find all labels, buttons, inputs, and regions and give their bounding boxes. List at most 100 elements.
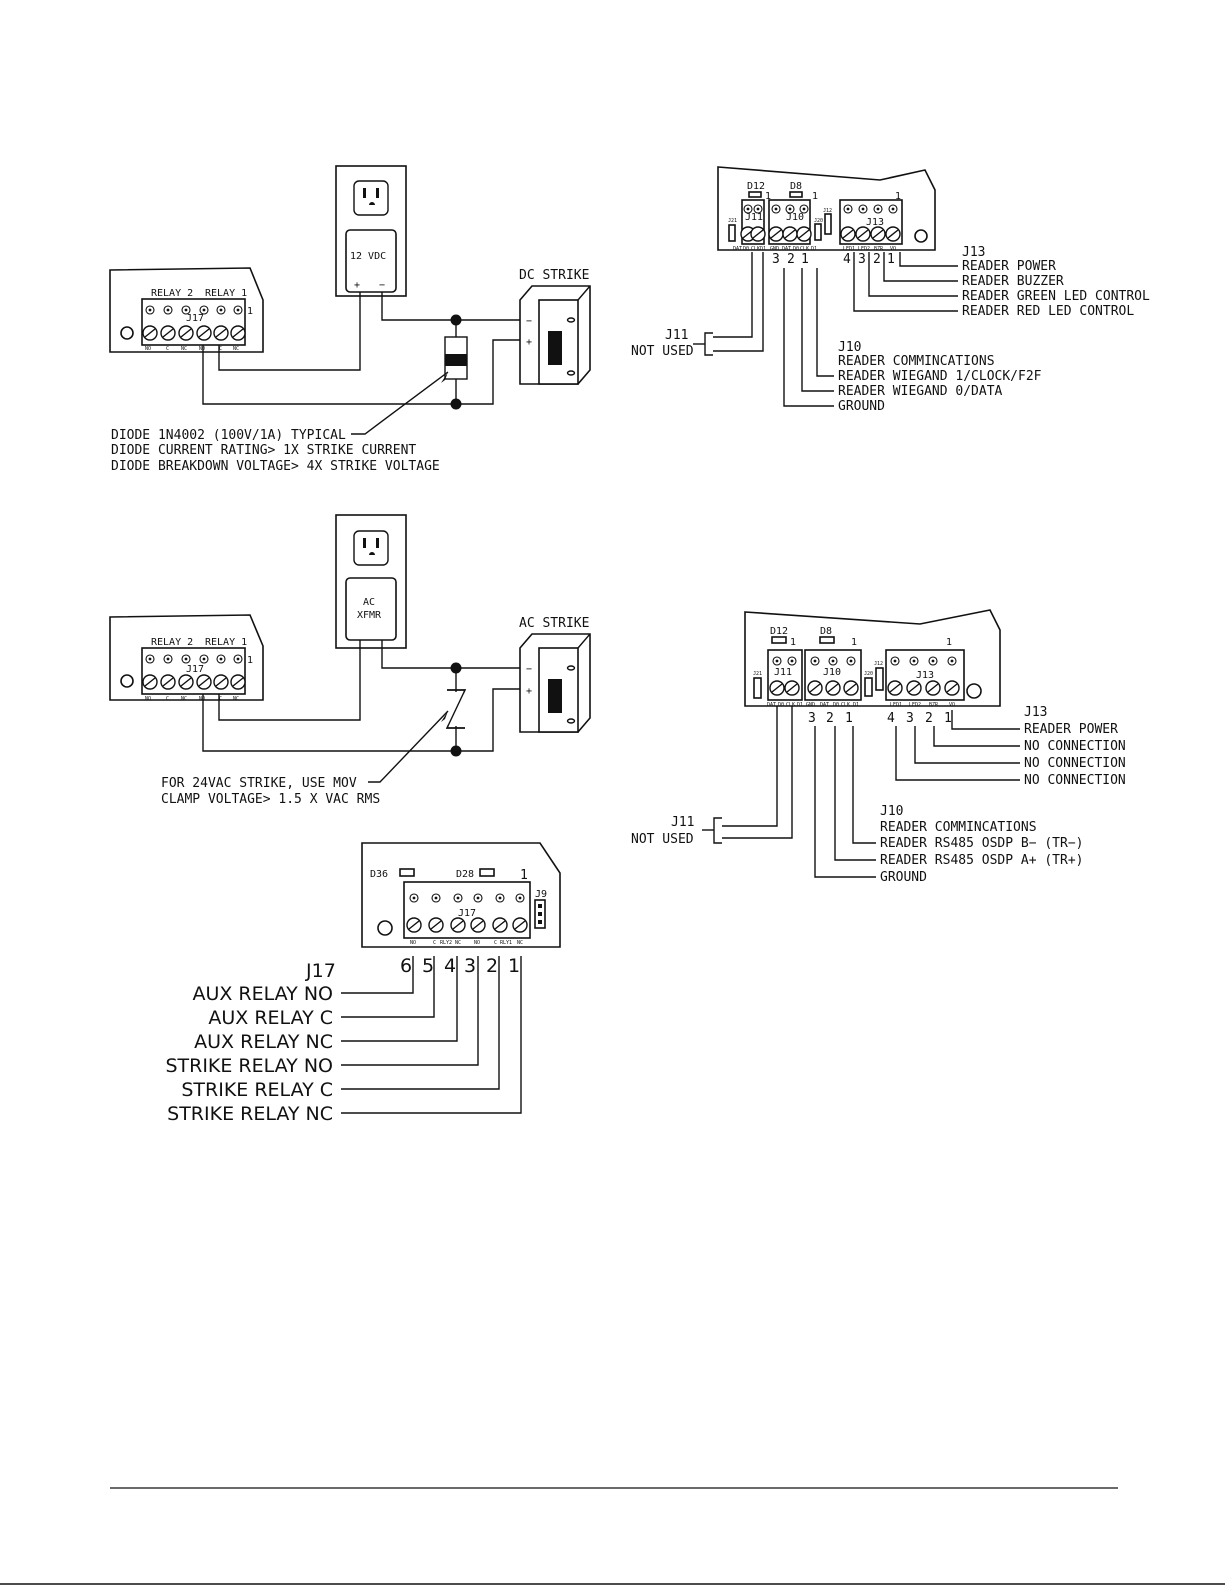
pin-number: 2 <box>787 252 795 267</box>
pin-number: 4 <box>843 252 851 267</box>
ac-transformer <box>345 577 397 641</box>
board-mount-hole <box>914 229 928 243</box>
j13-function: NO CONNECTION <box>1024 756 1126 771</box>
term-label: D0 <box>833 702 839 708</box>
j17-terminal-block <box>141 647 246 695</box>
one-label: 1 <box>790 637 796 648</box>
j12-header <box>824 213 832 235</box>
term-label: C <box>494 940 497 946</box>
pin1-label: 1 <box>520 868 528 883</box>
j20-label: J20 <box>814 218 823 224</box>
board-mount-hole <box>377 920 393 936</box>
j11-label: J11 <box>745 212 763 223</box>
junction-dot <box>450 398 462 410</box>
j13-function: READER POWER <box>1024 722 1118 737</box>
one-label: 1 <box>895 191 901 202</box>
d12-label: D12 <box>770 626 788 637</box>
pin-number: 1 <box>508 955 520 977</box>
pin-number: 3 <box>464 955 476 977</box>
leader-line <box>951 710 1020 730</box>
pin-number: 3 <box>808 711 816 726</box>
term-label: CLK <box>800 246 809 252</box>
j11-label: J11 <box>774 667 792 678</box>
pin-number: 3 <box>858 252 866 267</box>
term-label: GND <box>770 246 779 252</box>
j21-label: J21 <box>728 218 737 224</box>
term-label: VO <box>890 246 896 252</box>
leader-line <box>722 706 793 839</box>
j11-header: J11 <box>671 815 694 830</box>
pin-number: 4 <box>887 711 895 726</box>
term-label: GND <box>806 702 815 708</box>
pin1-label: 1 <box>247 306 253 317</box>
wire-no <box>202 688 525 752</box>
leader-line <box>722 706 778 827</box>
term-label: D0 <box>743 246 749 252</box>
relay2-label: RELAY 2 <box>151 288 193 299</box>
term-label: C <box>219 346 222 352</box>
wire-ac1 <box>381 640 525 669</box>
j13-function: READER BUZZER <box>962 274 1064 289</box>
term-label: DAT <box>767 702 776 708</box>
leader-line <box>868 252 958 297</box>
j10-function: READER WIEGAND 0/DATA <box>838 384 1003 399</box>
j11-note: NOT USED <box>631 832 694 847</box>
j10-label: J10 <box>786 212 804 223</box>
wiegand-reader-diagram: D12 1 D8 1 1 J21 J11 J10 J20 J12 J13 DAT… <box>631 166 1150 414</box>
j13-header: J13 <box>962 245 985 260</box>
one-label: 1 <box>851 637 857 648</box>
terminal-labels: DAT D0 CLK D1 GND DAT D0 CLK D1 LED1 LED… <box>733 246 896 252</box>
term-label: D0 <box>778 702 784 708</box>
led-d12 <box>771 636 787 644</box>
pin-number: 6 <box>400 955 412 977</box>
term-label: NO <box>199 346 205 352</box>
term-label: VO <box>949 702 955 708</box>
arrow-head <box>441 372 448 383</box>
term-label: NO <box>199 696 205 702</box>
pin-number: 3 <box>772 252 780 267</box>
diode-band <box>445 354 467 366</box>
term-label: NO <box>145 696 151 702</box>
pin-function: AUX RELAY C <box>208 1007 333 1029</box>
note-line: DIODE BREAKDOWN VOLTAGE> 4X STRIKE VOLTA… <box>111 459 440 474</box>
dc-strike-diagram: RELAY 2 RELAY 1 1 J17 NO C NC NO C NC 12… <box>109 165 591 474</box>
j21-header <box>753 677 762 699</box>
xfmr-line1: AC <box>363 597 375 608</box>
one-label: 1 <box>765 191 771 202</box>
led-d8 <box>789 191 803 198</box>
term-label: BZR <box>929 702 939 708</box>
j12-header <box>875 667 884 691</box>
j13-function: READER POWER <box>962 259 1056 274</box>
note-line: DIODE CURRENT RATING> 1X STRIKE CURRENT <box>111 443 416 458</box>
j13-function: READER GREEN LED CONTROL <box>962 289 1150 304</box>
pin-function: AUX RELAY NO <box>192 983 333 1005</box>
leader-line <box>801 268 834 392</box>
leader-line <box>853 252 958 312</box>
junction-dot <box>450 745 462 757</box>
d28-label: D28 <box>456 869 474 880</box>
j13-label: J13 <box>916 670 934 681</box>
leader-line <box>899 252 958 267</box>
led-d8 <box>819 636 835 644</box>
j13-function: READER RED LED CONTROL <box>962 304 1134 319</box>
term-label: D1 <box>811 246 817 252</box>
osdp-reader-diagram: D12 1 D8 1 1 J21 J11 J10 J20 J12 J13 DAT… <box>631 609 1126 885</box>
term-label: RLY1 <box>500 940 512 946</box>
leader-line <box>933 726 1020 747</box>
leader-line <box>783 268 834 407</box>
one-label: 1 <box>812 191 818 202</box>
d36-label: D36 <box>370 869 388 880</box>
term-label: D1 <box>853 702 859 708</box>
terminal-labels: NO C NC NO C NC <box>145 346 239 352</box>
term-label: NC <box>233 696 239 702</box>
j21-label: J21 <box>753 671 762 677</box>
j10-function: GROUND <box>838 399 885 414</box>
term-label: NO <box>145 346 151 352</box>
wire-c <box>218 640 361 721</box>
ac-strike-icon <box>519 633 591 733</box>
j17-label: J17 <box>186 664 204 675</box>
relay2-label: RELAY 2 <box>151 637 193 648</box>
pin-number: 5 <box>422 955 434 977</box>
pin-function: STRIKE RELAY C <box>181 1079 333 1101</box>
outlet-icon <box>353 180 389 216</box>
